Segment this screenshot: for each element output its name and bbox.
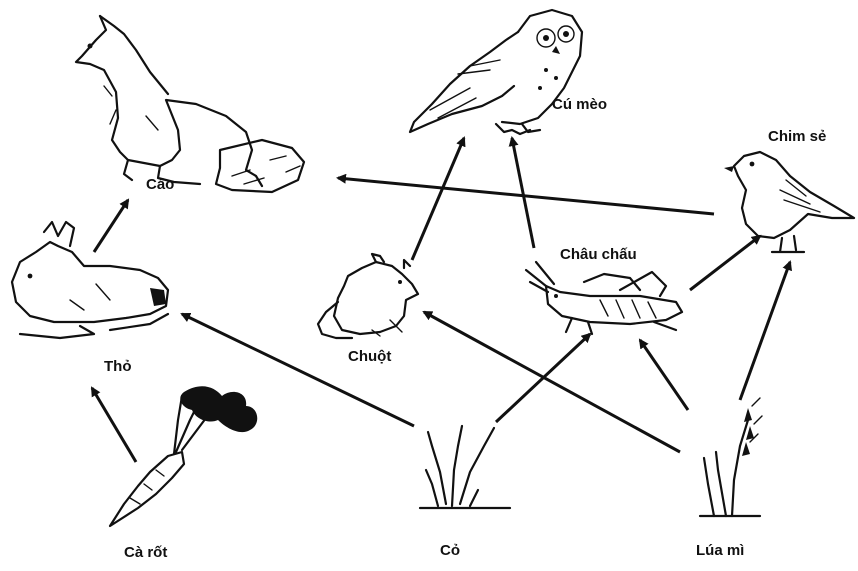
rabbit-illustration — [12, 222, 168, 338]
arrow-grasshopper-to-owl — [512, 138, 534, 248]
grass-illustration — [420, 426, 510, 508]
owl-illustration — [410, 10, 582, 134]
label-grass: Cỏ — [440, 542, 460, 559]
arrow-wheat-to-grasshopper — [640, 340, 688, 410]
label-mouse: Chuột — [348, 348, 391, 365]
label-sparrow: Chim sẻ — [768, 128, 826, 145]
label-rabbit: Thỏ — [104, 358, 132, 375]
fox-illustration — [76, 16, 304, 192]
label-fox: Cáo — [146, 176, 174, 193]
arrow-carrot-to-rabbit — [92, 388, 136, 462]
arrow-grasshopper-to-sparrow — [690, 236, 760, 290]
label-grasshopper: Châu chấu — [560, 246, 637, 263]
arrow-rabbit-to-fox — [94, 200, 128, 252]
mouse-illustration — [318, 254, 418, 338]
grasshopper-illustration — [526, 262, 682, 334]
label-owl: Cú mèo — [552, 96, 607, 113]
label-carrot: Cà rốt — [124, 544, 167, 561]
arrow-wheat-to-sparrow — [740, 262, 790, 400]
sparrow-illustration — [724, 152, 854, 252]
arrow-mouse-to-owl — [412, 138, 464, 260]
arrow-wheat-to-mouse — [424, 312, 680, 452]
label-wheat: Lúa mì — [696, 542, 744, 559]
wheat-illustration — [700, 398, 762, 516]
